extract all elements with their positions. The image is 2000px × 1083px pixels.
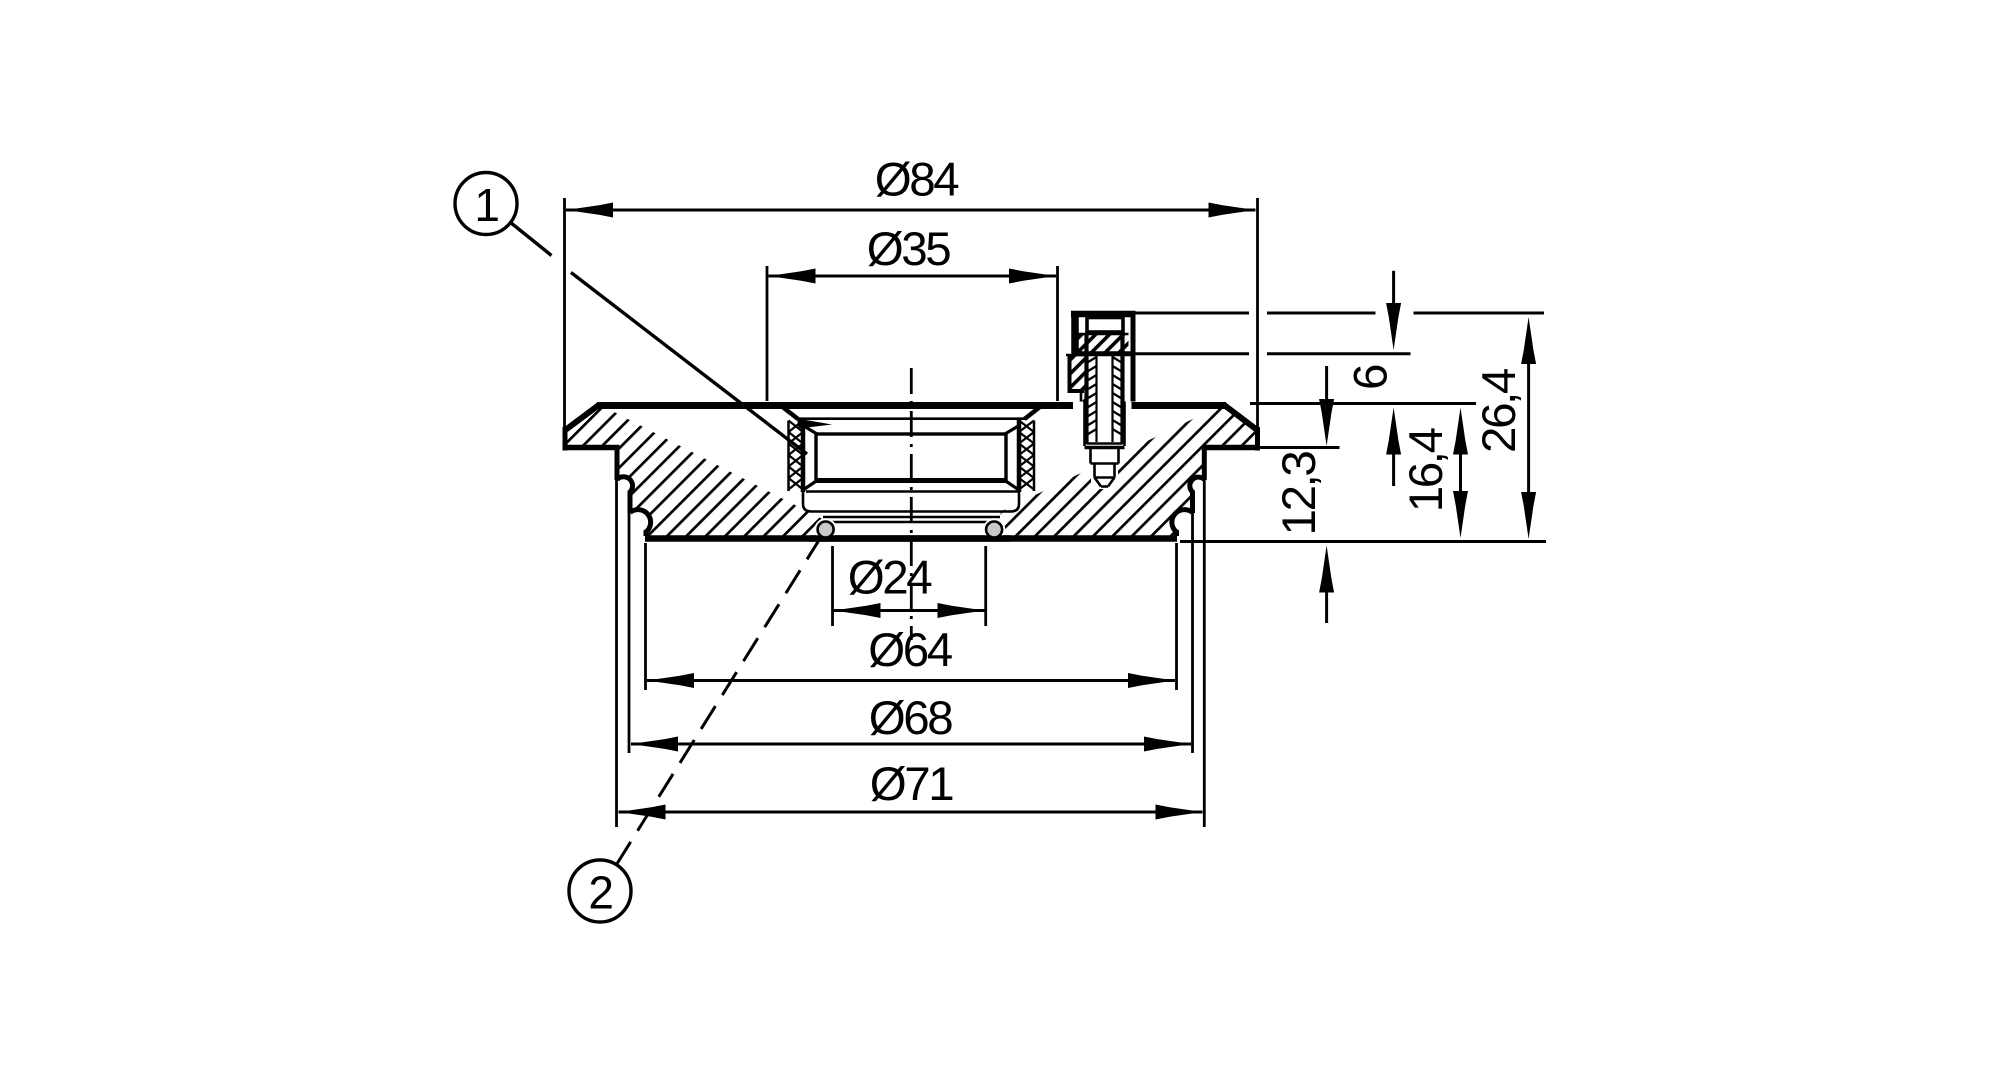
svg-text:2: 2	[588, 867, 612, 919]
svg-text:Ø71: Ø71	[870, 758, 954, 811]
svg-text:1: 1	[474, 179, 498, 231]
svg-text:6: 6	[1345, 365, 1398, 390]
svg-text:Ø35: Ø35	[867, 223, 951, 276]
svg-text:26,4: 26,4	[1473, 368, 1526, 453]
svg-text:Ø24: Ø24	[848, 552, 933, 605]
svg-text:Ø64: Ø64	[868, 624, 953, 677]
svg-text:Ø68: Ø68	[869, 692, 953, 745]
svg-text:Ø84: Ø84	[875, 154, 960, 207]
svg-text:16,4: 16,4	[1400, 427, 1453, 512]
svg-text:12,3: 12,3	[1273, 452, 1326, 536]
